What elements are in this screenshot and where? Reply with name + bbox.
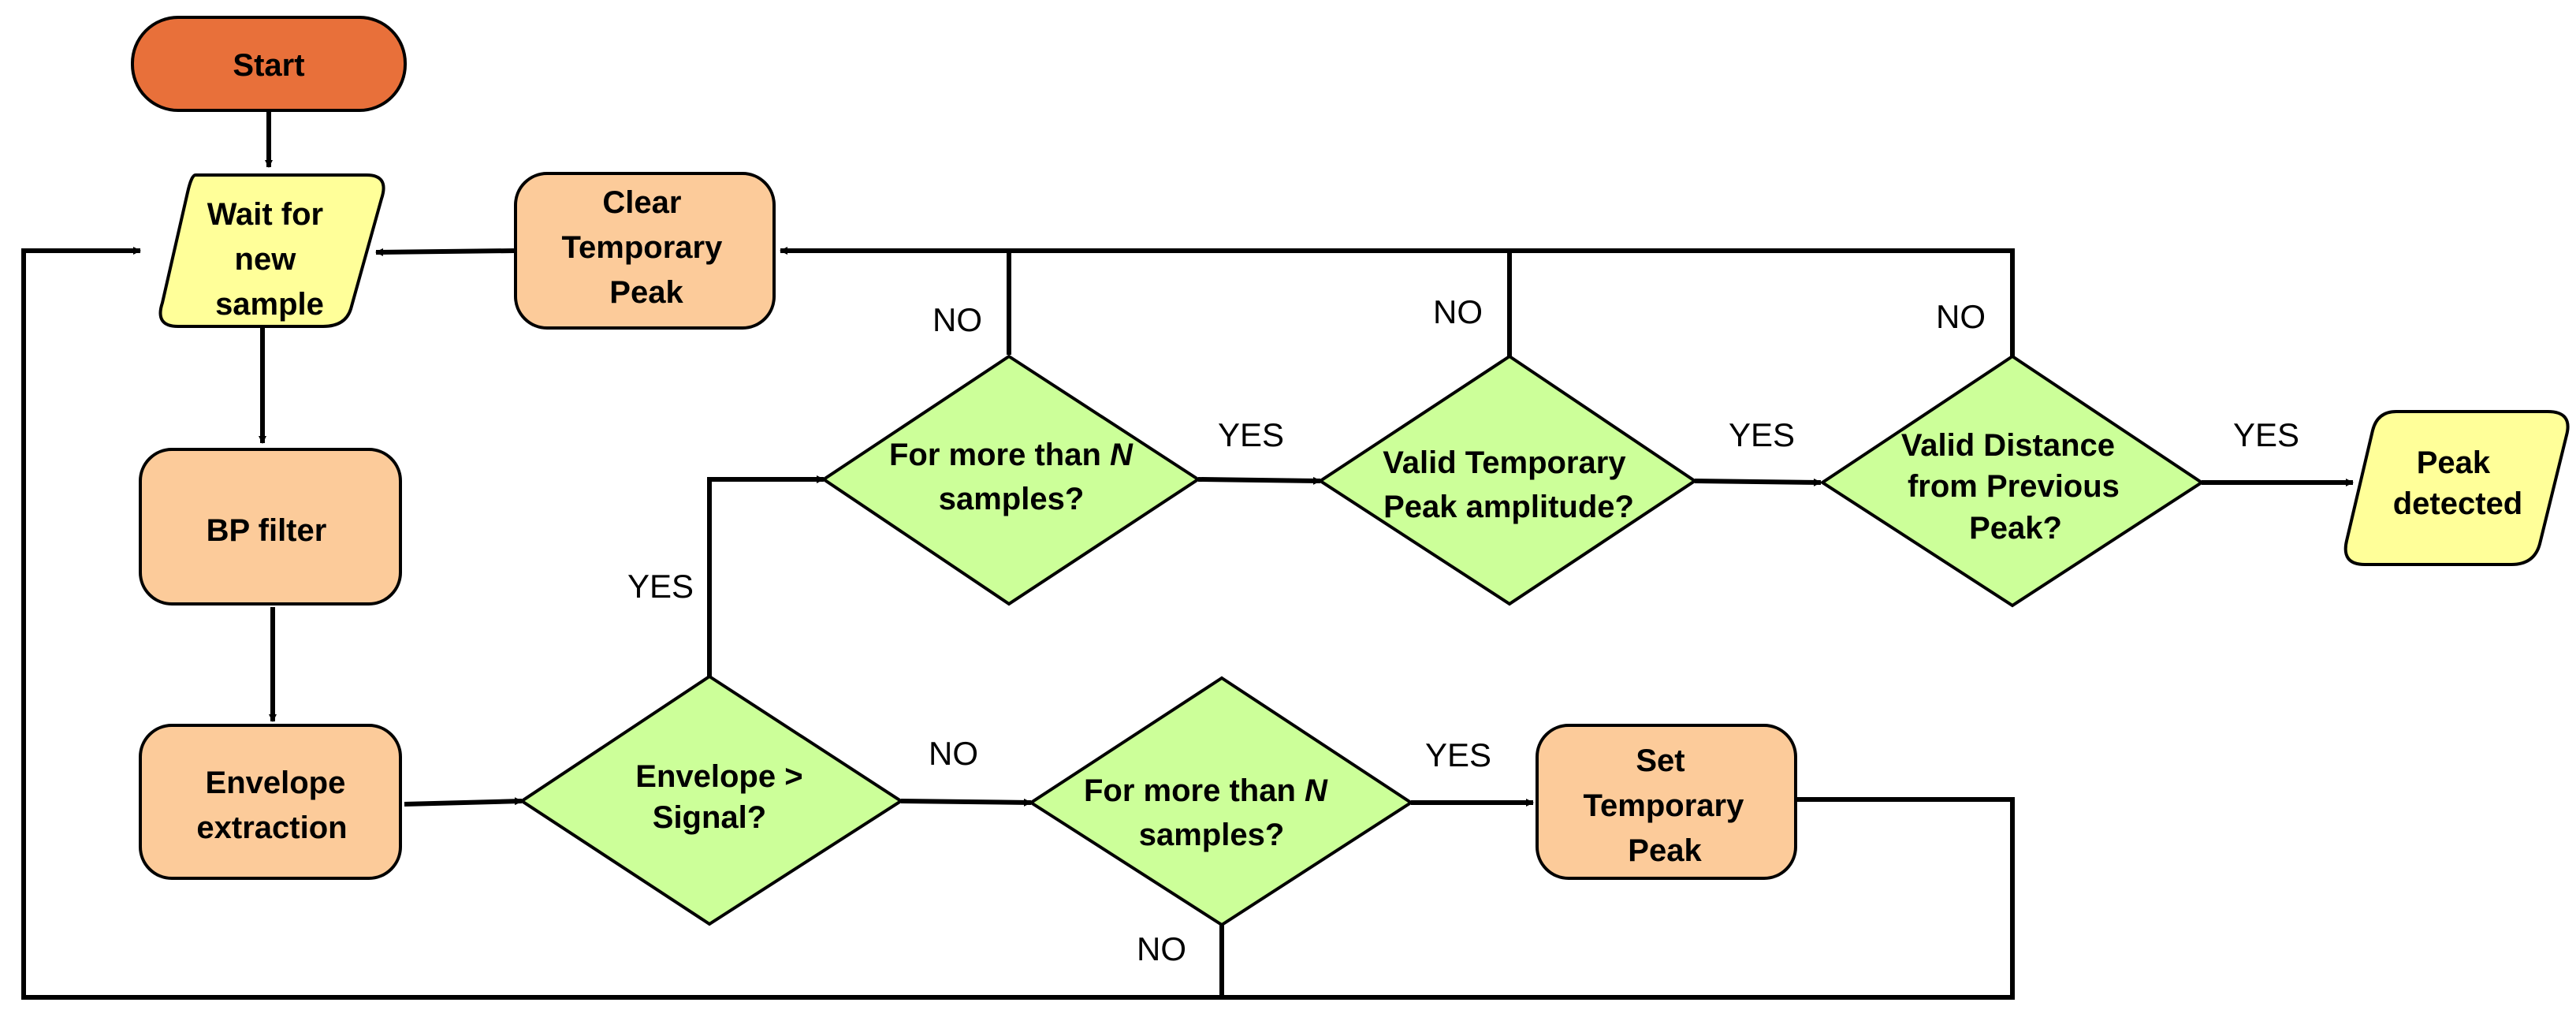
node-labels: Start Wait for new sample Clear Temporar… <box>196 48 2522 868</box>
nbot-label: For more than N samples? <box>1084 773 1336 852</box>
label-no-env: NO <box>929 735 978 772</box>
node-amp-shape <box>1317 354 1698 606</box>
label-no-bot: NO <box>1137 930 1186 967</box>
label-yes-2: YES <box>1729 416 1795 453</box>
label-yes-bot: YES <box>1425 736 1491 773</box>
node-ntop-shape <box>821 354 1201 606</box>
nodes <box>131 16 2570 927</box>
peak-label: Peak detected <box>2393 445 2523 521</box>
label-yes-1: YES <box>1218 416 1284 453</box>
edge-env-envsig <box>404 797 523 807</box>
edge-envsig-yes <box>707 475 825 676</box>
node-dist-shape <box>1819 354 2205 608</box>
label-yes-3: YES <box>2233 416 2299 453</box>
edge-clear-wait <box>375 248 515 256</box>
node-clear-shape <box>514 172 776 330</box>
clear-label: Clear Temporary Peak <box>562 185 731 310</box>
edge-labels: NO NO NO YES YES YES YES NO YES NO <box>627 293 2299 967</box>
label-yes-env: YES <box>627 568 694 605</box>
edge-ntop-yes <box>1197 476 1321 485</box>
label-no-top2: NO <box>1433 293 1483 330</box>
envsig-label: Envelope > Signal? <box>635 759 811 835</box>
node-bp-shape <box>139 448 402 606</box>
start-label: Start <box>233 48 304 83</box>
label-no-top1: NO <box>932 301 982 338</box>
wait-label: Wait for new sample <box>207 197 333 322</box>
node-start-shape <box>131 16 407 112</box>
env-label: Envelope extraction <box>196 766 354 845</box>
edge-amp-yes <box>1694 478 1822 486</box>
bp-label: BP filter <box>207 513 327 548</box>
node-env-shape <box>139 724 402 880</box>
node-envsig-shape <box>519 674 904 926</box>
dist-label: Valid Distance from Previous Peak? <box>1901 428 2128 546</box>
label-no-top3: NO <box>1936 298 1986 335</box>
set-label: Set Temporary Peak <box>1584 743 1753 868</box>
node-wait-shape <box>158 173 385 328</box>
ntop-label: For more than N samples? <box>889 438 1141 516</box>
node-set-shape <box>1536 724 1797 880</box>
node-peak-shape <box>2343 410 2570 566</box>
amp-label: Valid Temporary Peak amplitude? <box>1383 445 1634 524</box>
node-nbot-shape <box>1028 676 1414 927</box>
edge-bottom-loop <box>21 247 2015 1000</box>
edges <box>21 110 2354 1000</box>
edge-envsig-no <box>900 798 1032 807</box>
